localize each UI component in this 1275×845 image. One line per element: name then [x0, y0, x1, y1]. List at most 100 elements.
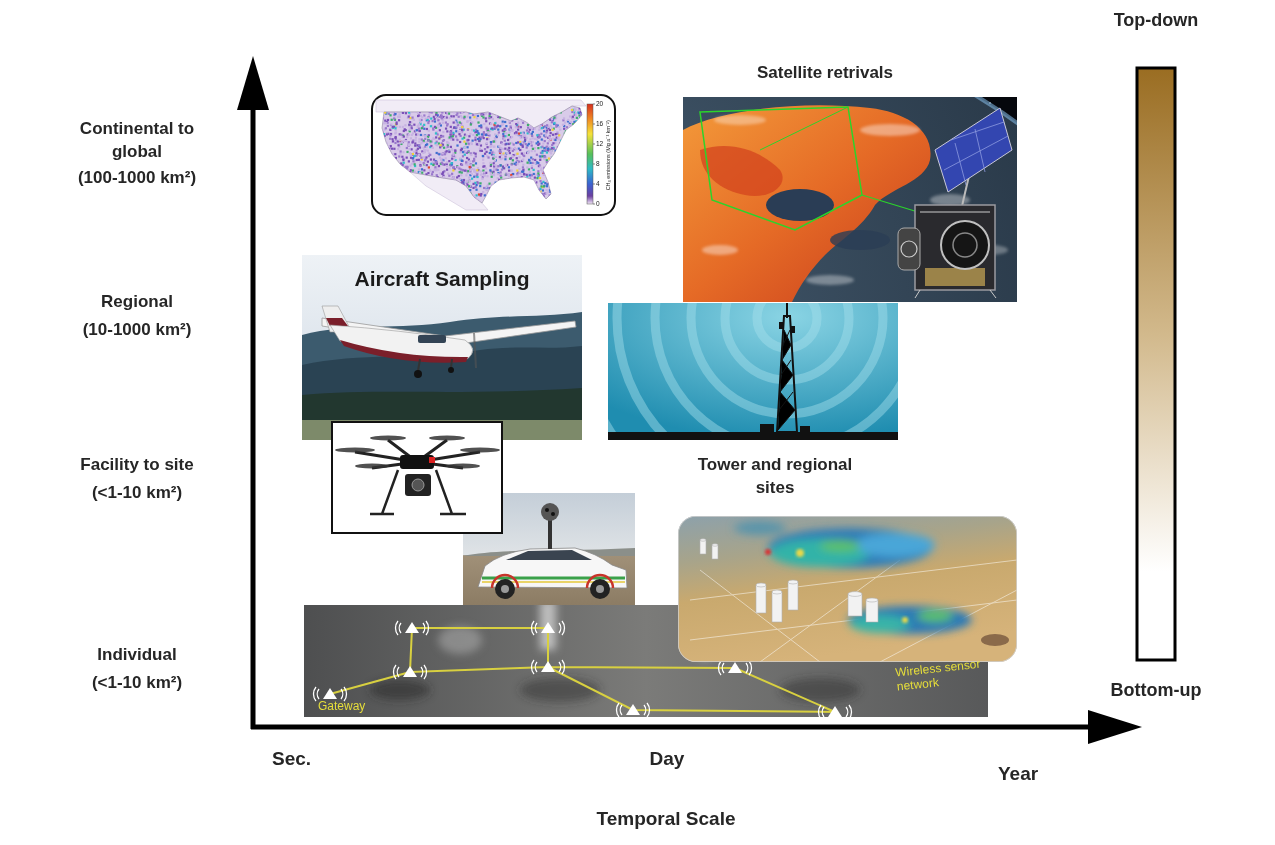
map-pixel	[462, 196, 464, 198]
map-pixel	[446, 165, 448, 167]
map-pixel	[480, 107, 482, 109]
axes	[1088, 710, 1142, 744]
map-pixel	[386, 183, 388, 185]
map-pixel	[428, 177, 430, 179]
map-pixel	[483, 187, 485, 189]
map-pixel	[383, 133, 385, 135]
map-pixel	[485, 120, 487, 122]
map-pixel	[526, 187, 528, 189]
map-pixel	[462, 108, 464, 110]
map-pixel	[404, 181, 406, 183]
map-pixel	[521, 144, 523, 146]
map-pixel	[469, 189, 471, 191]
map-pixel	[440, 187, 442, 189]
map-pixel	[461, 126, 463, 128]
map-pixel	[386, 154, 388, 156]
map-pixel	[383, 161, 385, 163]
map-pixel	[532, 122, 534, 124]
map-pixel	[462, 151, 464, 153]
map-pixel	[445, 121, 447, 123]
map-pixel	[382, 116, 384, 118]
map-pixel	[562, 175, 564, 177]
map-pixel	[396, 202, 398, 204]
map-pixel	[486, 189, 488, 191]
map-pixel	[458, 187, 460, 189]
map-pixel	[540, 106, 542, 108]
map-pixel	[573, 187, 575, 189]
map-pixel	[560, 167, 562, 169]
map-pixel	[442, 179, 444, 181]
map-pixel	[408, 111, 410, 113]
map-pixel	[492, 157, 494, 159]
map-pixel	[382, 161, 384, 163]
map-pixel	[507, 106, 509, 108]
map-pixel	[541, 152, 543, 154]
map-pixel	[392, 153, 394, 155]
map-pixel	[447, 146, 449, 148]
map-pixel	[560, 194, 562, 196]
map-pixel	[446, 124, 448, 126]
map-pixel	[416, 129, 418, 131]
map-pixel	[551, 107, 553, 109]
map-pixel	[559, 164, 561, 166]
map-pixel	[455, 206, 457, 208]
map-pixel	[400, 150, 402, 152]
map-pixel	[563, 128, 565, 130]
map-pixel	[425, 189, 427, 191]
map-pixel	[564, 189, 566, 191]
map-pixel	[419, 185, 421, 187]
map-pixel	[541, 146, 543, 148]
map-pixel	[522, 122, 524, 124]
map-pixel	[511, 136, 513, 138]
map-pixel	[455, 120, 457, 122]
map-pixel	[520, 149, 522, 151]
map-pixel	[418, 192, 420, 194]
map-pixel	[430, 186, 432, 188]
map-pixel	[421, 188, 423, 190]
map-pixel	[423, 195, 425, 197]
map-pixel	[385, 122, 387, 124]
map-pixel	[551, 193, 553, 195]
map-pixel	[427, 161, 429, 163]
map-pixel	[403, 174, 405, 176]
map-pixel	[502, 191, 504, 193]
map-pixel	[471, 173, 473, 175]
map-pixel	[488, 115, 490, 117]
map-pixel	[531, 165, 533, 167]
map-pixel	[570, 135, 572, 137]
map-pixel	[423, 104, 425, 106]
map-pixel	[412, 202, 414, 204]
map-pixel	[575, 170, 577, 172]
map-pixel	[397, 204, 399, 206]
map-pixel	[486, 107, 488, 109]
map-pixel	[510, 157, 512, 159]
map-pixel	[451, 149, 453, 151]
map-pixel	[484, 200, 486, 202]
map-pixel	[493, 146, 495, 148]
map-pixel	[571, 154, 573, 156]
map-pixel	[433, 196, 435, 198]
map-pixel	[475, 184, 477, 186]
map-pixel	[531, 106, 533, 108]
map-pixel	[577, 201, 579, 203]
map-pixel	[482, 191, 484, 193]
map-pixel	[508, 134, 510, 136]
map-pixel	[425, 182, 427, 184]
map-pixel	[381, 131, 383, 133]
map-pixel	[512, 199, 514, 201]
map-pixel	[476, 109, 478, 111]
map-pixel	[396, 107, 398, 109]
map-pixel	[420, 128, 422, 130]
map-pixel	[407, 199, 409, 201]
map-pixel	[554, 186, 556, 188]
map-pixel	[472, 134, 474, 136]
map-pixel	[404, 124, 406, 126]
map-pixel	[557, 165, 559, 167]
emission-map	[376, 100, 588, 210]
map-pixel	[492, 199, 494, 201]
map-pixel	[538, 189, 540, 191]
map-pixel	[534, 124, 536, 126]
map-pixel	[497, 165, 499, 167]
map-pixel	[469, 197, 471, 199]
map-pixel	[528, 143, 530, 145]
